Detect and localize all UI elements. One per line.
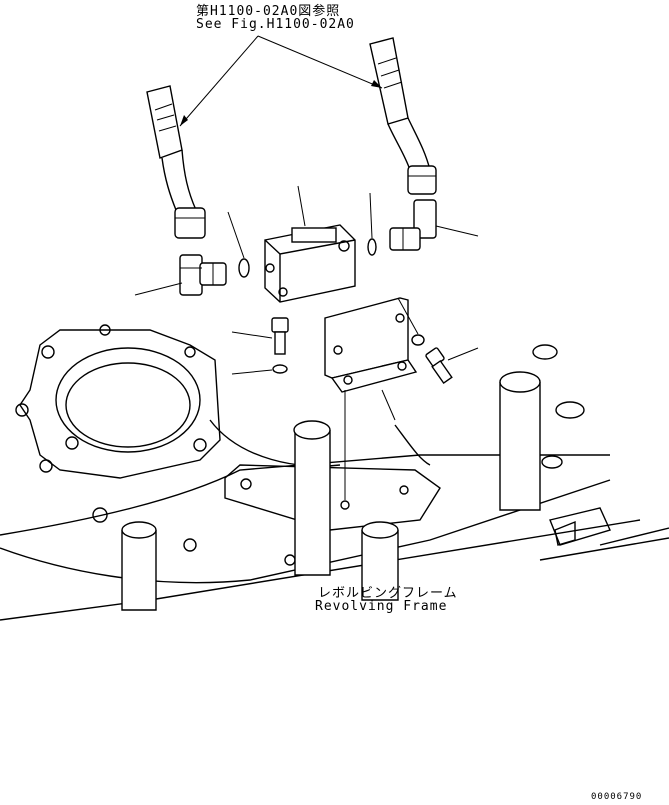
mounting-bracket	[324, 297, 418, 421]
elbow-fitting-left	[134, 254, 227, 296]
o-ring-right	[367, 238, 377, 256]
frame-label-jp: レボルビングフレーム	[318, 586, 458, 601]
hose-right	[369, 37, 437, 195]
o-ring-left	[238, 258, 250, 278]
elbow-fitting-right	[389, 199, 479, 251]
washer-right	[411, 334, 425, 346]
bolt-left	[231, 317, 289, 355]
reference-leader-left	[179, 35, 259, 127]
valve-block	[264, 185, 356, 303]
arrowhead-right	[371, 80, 382, 88]
reference-label-en: See Fig.H1100-02A0	[196, 17, 355, 32]
bolt-right	[425, 347, 479, 385]
frame-posts	[121, 371, 541, 611]
arrowhead-left	[180, 115, 188, 126]
reference-label-jp: 第H1100-02A0図参照	[196, 4, 341, 19]
drawing-number: 00006790	[591, 792, 643, 802]
hose-left	[146, 85, 206, 239]
reference-leader-right	[257, 35, 383, 89]
washer-left	[272, 364, 288, 374]
frame-label-en: Revolving Frame	[315, 599, 448, 614]
